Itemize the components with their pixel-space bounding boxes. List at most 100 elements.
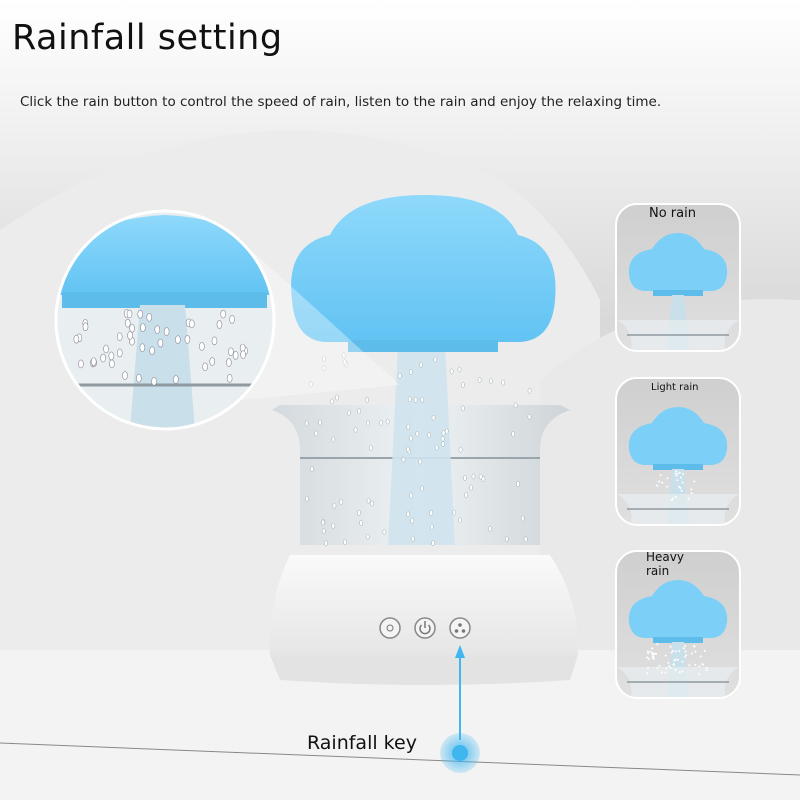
rain-drop (675, 474, 678, 477)
rain-drop (651, 652, 654, 655)
page-title: Rainfall setting (12, 18, 283, 58)
rain-drop (427, 432, 431, 438)
rain-drop (449, 368, 454, 375)
rain-drop (175, 335, 181, 344)
rain-drop (693, 645, 696, 648)
rain-drop (366, 420, 370, 427)
rain-drop (458, 517, 463, 524)
mode-label: No rain (649, 206, 696, 221)
rain-drop (116, 332, 123, 341)
rain-drop (429, 509, 434, 516)
rain-drop (216, 320, 223, 329)
rain-drop (126, 309, 133, 319)
rain-drop (109, 359, 115, 369)
rain-drop (452, 509, 457, 516)
rain-drop (676, 658, 679, 661)
cloud-fringe (653, 464, 703, 470)
rain-drop (681, 481, 684, 484)
rain-drops-icon (454, 623, 466, 633)
rain-drop (407, 396, 412, 403)
rain-drop (660, 671, 663, 674)
rain-drop (321, 519, 325, 526)
rain-drop (157, 338, 164, 348)
rain-drop (339, 498, 343, 505)
water-stream (388, 345, 455, 545)
rain-drop (308, 381, 313, 388)
rain-drop (646, 650, 649, 653)
cloud-fringe (653, 637, 703, 643)
rain-drop (656, 643, 659, 646)
rain-drop (674, 668, 677, 671)
rain-drop (679, 476, 682, 479)
rain-drop (401, 456, 406, 463)
rain-drop (385, 418, 390, 425)
rain-drop (673, 659, 676, 662)
humidifier-device (269, 195, 579, 685)
rain-drop (703, 649, 706, 652)
rain-drop (477, 377, 482, 383)
rain-drop (685, 654, 688, 657)
rain-drop (666, 485, 669, 488)
rain-drop (410, 535, 415, 542)
rain-drop (527, 413, 532, 420)
rain-drop (229, 315, 235, 324)
rain-drop (656, 484, 659, 487)
rain-drops (304, 352, 532, 547)
mode-illustration (617, 233, 739, 350)
rain-drop (335, 394, 339, 401)
rainfall-button[interactable] (449, 617, 471, 639)
rain-drop (431, 540, 435, 546)
power-icon (419, 621, 431, 635)
rain-drop (232, 351, 239, 360)
rain-drop (672, 664, 675, 667)
rain-drop (382, 528, 387, 535)
rain-drop (655, 652, 658, 655)
rain-drop (441, 430, 446, 436)
rain-drop (647, 652, 650, 655)
rain-drop (665, 667, 668, 670)
rain-drop (444, 428, 449, 435)
rain-drop (359, 520, 363, 526)
rain-drop (681, 670, 684, 673)
rain-drop (137, 309, 144, 319)
rain-drop (649, 650, 652, 653)
rain-drop (199, 342, 205, 351)
cloud-fringe (348, 340, 498, 352)
cloud-fringe (653, 290, 703, 296)
rain-drop (461, 382, 465, 388)
rain-drop (368, 444, 373, 451)
magnifier-beam (240, 240, 400, 400)
mode-label: Light rain (651, 382, 699, 393)
rain-drop (527, 388, 532, 394)
rain-drop (202, 362, 208, 372)
rain-drop (511, 431, 516, 437)
rain-drop (516, 480, 520, 487)
rain-drop (220, 309, 226, 319)
rain-drop (651, 647, 654, 650)
rain-drop (694, 650, 697, 653)
rain-drop (146, 312, 153, 322)
light-button[interactable] (379, 617, 401, 639)
power-button[interactable] (414, 617, 436, 639)
rain-drop (520, 515, 525, 522)
rain-drop (321, 528, 326, 534)
rain-drop (408, 369, 413, 375)
rain-drop (656, 666, 659, 669)
rain-drop (189, 319, 195, 329)
cloud-top (628, 580, 728, 638)
rain-drop (342, 359, 347, 365)
mode-label: Heavy rain (646, 550, 684, 579)
rain-drop (173, 375, 179, 384)
rain-drop (310, 466, 314, 472)
rain-drop (440, 435, 445, 442)
rain-drop (646, 672, 649, 675)
rain-drop (410, 517, 415, 524)
rain-drop (471, 473, 476, 480)
rain-drop (415, 430, 420, 437)
light-icon (386, 624, 394, 632)
rain-drop (688, 664, 691, 667)
rain-drop (661, 481, 664, 484)
rain-drop (678, 485, 681, 488)
rain-drop (488, 525, 492, 532)
rain-drop (406, 446, 410, 453)
